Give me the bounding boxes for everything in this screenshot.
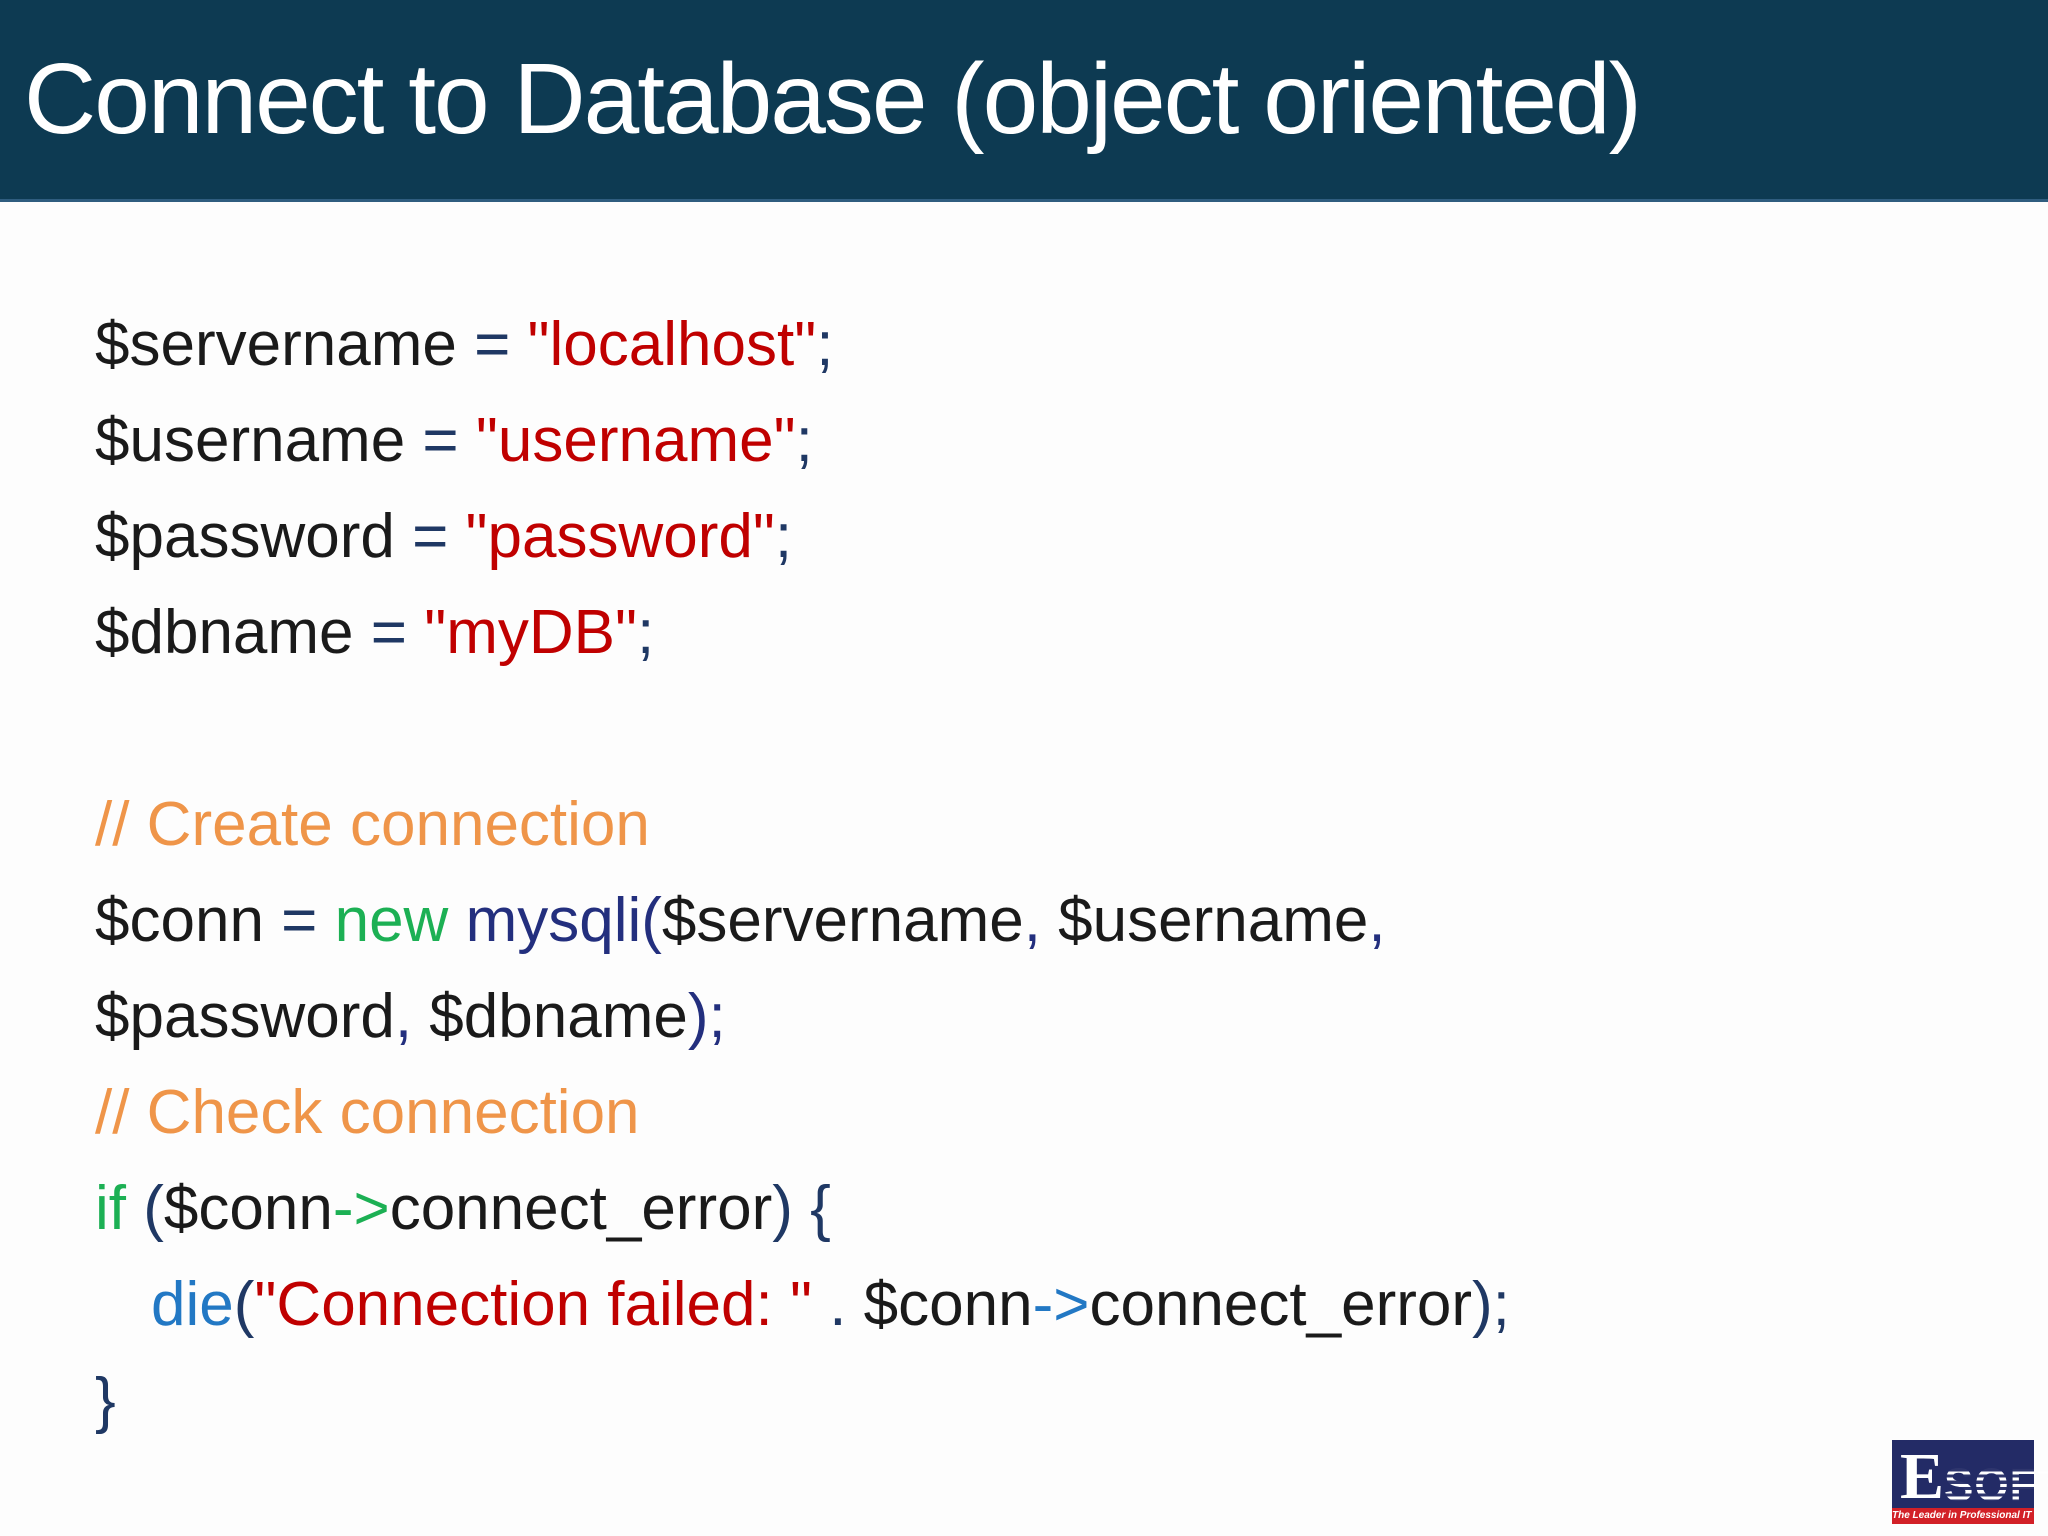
code-token-black: $password	[95, 502, 413, 571]
code-token-black: connect_error	[1089, 1270, 1473, 1339]
code-token-black: $servername	[95, 310, 475, 379]
code-token-black: $password	[95, 982, 395, 1051]
code-token-navy: =	[474, 310, 528, 379]
code-line: $dbname = "myDB";	[95, 585, 2048, 681]
code-token-green: ->	[332, 1174, 390, 1243]
code-token-navy: =	[422, 406, 476, 475]
code-token-navy: }	[95, 1366, 116, 1435]
code-line: if ($conn->connect_error) {	[95, 1161, 2048, 1257]
code-token-orange: // Check connection	[95, 1078, 640, 1147]
code-token-black: $conn	[163, 1174, 333, 1243]
code-line: }	[95, 1353, 2048, 1449]
code-line: // Create connection	[95, 777, 2048, 873]
code-token-azure: ->	[1032, 1270, 1090, 1339]
code-token-red: "username"	[475, 406, 796, 475]
slide-title: Connect to Database (object oriented)	[24, 43, 1642, 155]
code-token-navy: .	[811, 1270, 864, 1339]
code-token-black: connect_error	[389, 1174, 773, 1243]
code-token-indigo: );	[687, 982, 726, 1051]
code-token-black: $username	[95, 406, 423, 475]
code-token-black: $username	[1058, 886, 1369, 955]
code-token-navy: =	[281, 886, 335, 955]
code-token-orange: // Create connection	[95, 790, 650, 859]
code-token-black: $dbname	[95, 598, 371, 667]
code-line: $password, $dbname);	[95, 969, 2048, 1065]
code-token-red: "localhost"	[527, 310, 817, 379]
slide-title-bar: Connect to Database (object oriented)	[0, 0, 2048, 202]
code-line: $password = "password";	[95, 489, 2048, 585]
code-line: $username = "username";	[95, 393, 2048, 489]
code-token-navy: ;	[816, 310, 834, 379]
code-line	[95, 681, 2048, 777]
code-token-navy: ;	[795, 406, 813, 475]
code-token-navy: );	[1472, 1270, 1510, 1339]
code-line: $servername = "localhost";	[95, 297, 2048, 393]
code-line: $conn = new mysqli($servername, $usernam…	[95, 873, 2048, 969]
code-token-black: $dbname	[429, 982, 688, 1051]
logo-letter-e: E	[1900, 1439, 1945, 1513]
code-token-navy: =	[370, 598, 425, 667]
code-token-red: "myDB"	[424, 598, 637, 667]
code-token-green: if	[95, 1174, 144, 1243]
code-token-red: "Connection failed: "	[254, 1270, 812, 1339]
code-token-navy: =	[412, 502, 466, 571]
code-token-indigo: ,	[1023, 886, 1059, 955]
code-token-indigo: ,	[1368, 886, 1386, 955]
code-token-navy: ) {	[772, 1174, 831, 1243]
code-token-navy: (	[233, 1270, 255, 1339]
code-token-red: "password"	[465, 502, 775, 571]
code-token-indigo: ,	[394, 982, 430, 1051]
logo-tagline: The Leader in Professional IT Education	[1892, 1508, 2034, 1524]
code-token-navy: ;	[774, 502, 793, 571]
code-token-green: new	[334, 886, 466, 955]
code-line: // Check connection	[95, 1065, 2048, 1161]
code-token-black: $conn	[863, 1270, 1033, 1339]
code-token-azure: die	[151, 1270, 234, 1339]
code-token-navy: ;	[637, 598, 655, 667]
code-block: $servername = "localhost";$username = "u…	[0, 205, 2048, 1449]
code-token-black: $conn	[95, 886, 282, 955]
code-token-navy: (	[143, 1174, 164, 1243]
code-token-indigo: mysqli(	[465, 886, 662, 955]
code-token-black: $servername	[661, 886, 1024, 955]
code-line: die("Connection failed: " . $conn->conne…	[95, 1257, 2048, 1353]
